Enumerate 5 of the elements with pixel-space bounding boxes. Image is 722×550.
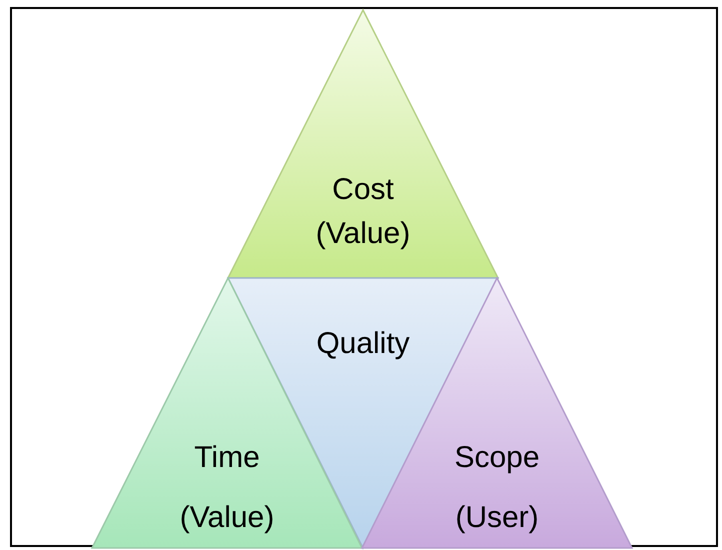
triangle-label: Cost (Value) xyxy=(314,172,412,252)
triangle-label: Time (Value) xyxy=(178,440,276,536)
triangle-label: Quality xyxy=(315,326,411,362)
triangle xyxy=(228,10,498,278)
triangle-label: Scope (User) xyxy=(453,440,541,536)
